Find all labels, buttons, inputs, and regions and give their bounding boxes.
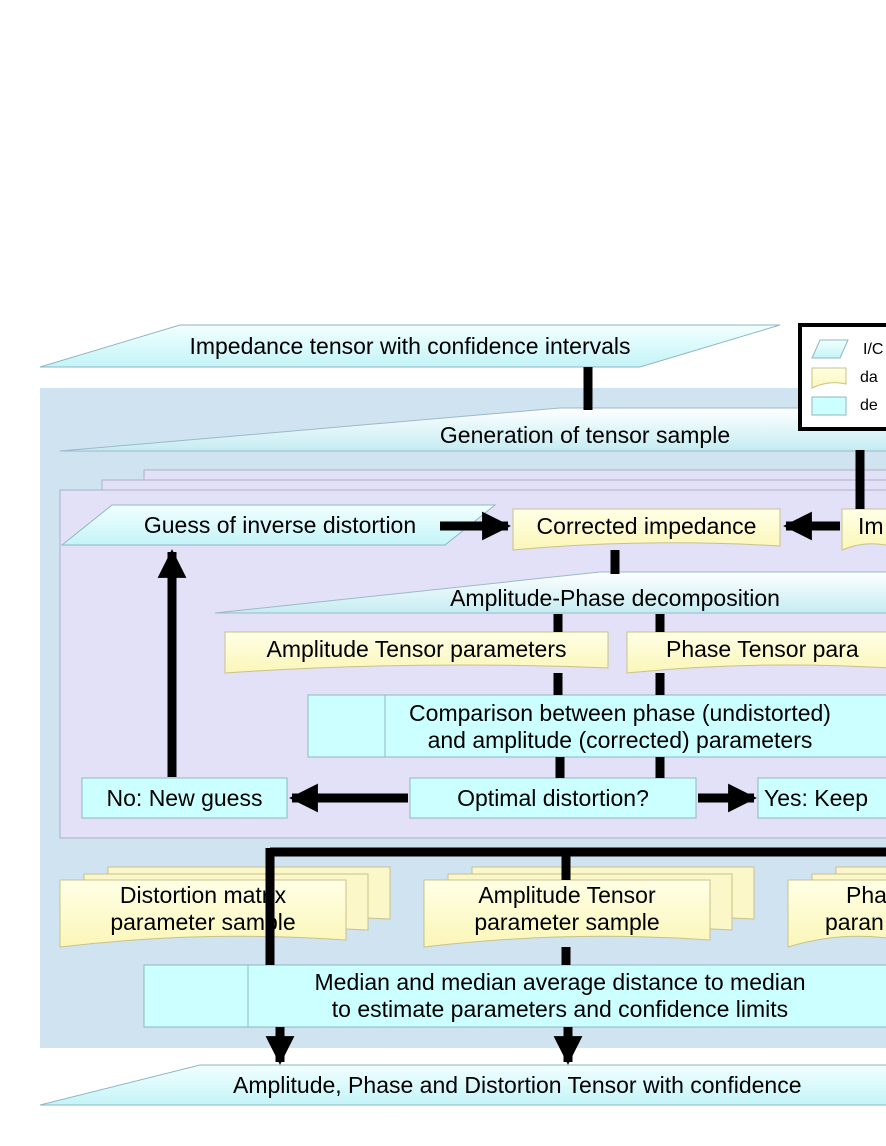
median-line-2: to estimate parameters and confidence li… — [331, 996, 789, 1022]
phase-tensor-params-label: Phase Tensor para — [666, 636, 859, 662]
distortion-sample-line-2: parameter sample — [110, 909, 296, 935]
median-line-1: Median and median average distance to me… — [314, 969, 806, 995]
comparison-line-2: and amplitude (corrected) parameters — [427, 727, 813, 753]
connector-arrows — [157, 511, 840, 1065]
distortion-sample-line-1: Distortion matrix — [119, 882, 287, 908]
io-bottom-label: Amplitude, Phase and Distortion Tensor w… — [233, 1072, 802, 1098]
corrected-impedance-shape — [512, 508, 781, 551]
legend-label-decision: de — [860, 397, 878, 414]
optimal-distortion-shape — [409, 777, 697, 819]
median-shape — [143, 964, 886, 1028]
amplitude-sample-line-2: parameter sample — [474, 909, 660, 935]
decomposition-shape — [214, 571, 886, 614]
parallelogram-icon — [811, 339, 849, 359]
comparison-shape — [307, 694, 886, 758]
yes-keep-label: Yes: Keep — [764, 785, 869, 811]
yes-keep-shape — [757, 777, 886, 819]
impedance-sample-label: Im — [858, 513, 884, 539]
amp-tensor-params-label: Amplitude Tensor parameters — [266, 636, 567, 662]
comparison-line-1: Comparison between phase (undistorted) — [409, 700, 831, 726]
optimal-distortion-label: Optimal distortion? — [457, 785, 649, 811]
impedance-sample-shape — [841, 508, 886, 551]
guess-inverse-label: Guess of inverse distortion — [143, 512, 417, 538]
no-new-guess-shape — [81, 777, 288, 819]
io-top-shape — [39, 324, 781, 368]
legend-label-io: I/C — [863, 341, 884, 358]
phase-sample-stack — [787, 866, 886, 948]
document-icon — [811, 367, 847, 389]
legend-label-data: da — [860, 369, 878, 386]
connector-lines — [265, 367, 886, 965]
generation-label: Generation of tensor sample — [439, 422, 731, 448]
rectangle-icon — [811, 396, 847, 416]
amp-params-shape — [224, 631, 609, 674]
corrected-impedance-label: Corrected impedance — [536, 513, 757, 539]
amplitude-sample-stack — [423, 866, 755, 948]
amplitude-sample-line-1: Amplitude Tensor — [478, 882, 656, 908]
phase-params-shape — [626, 631, 886, 674]
io-bottom-shape — [39, 1064, 886, 1106]
phase-sample-line-1: Pha — [846, 882, 886, 908]
guess-inverse-shape — [60, 504, 497, 546]
phase-sample-line-2: paran — [825, 909, 884, 935]
generation-shape — [59, 407, 886, 452]
amp-phase-decomposition-label: Amplitude-Phase decomposition — [450, 585, 780, 611]
io-top-label: Impedance tensor with confidence interva… — [189, 333, 631, 359]
no-new-guess-label: No: New guess — [106, 785, 263, 811]
